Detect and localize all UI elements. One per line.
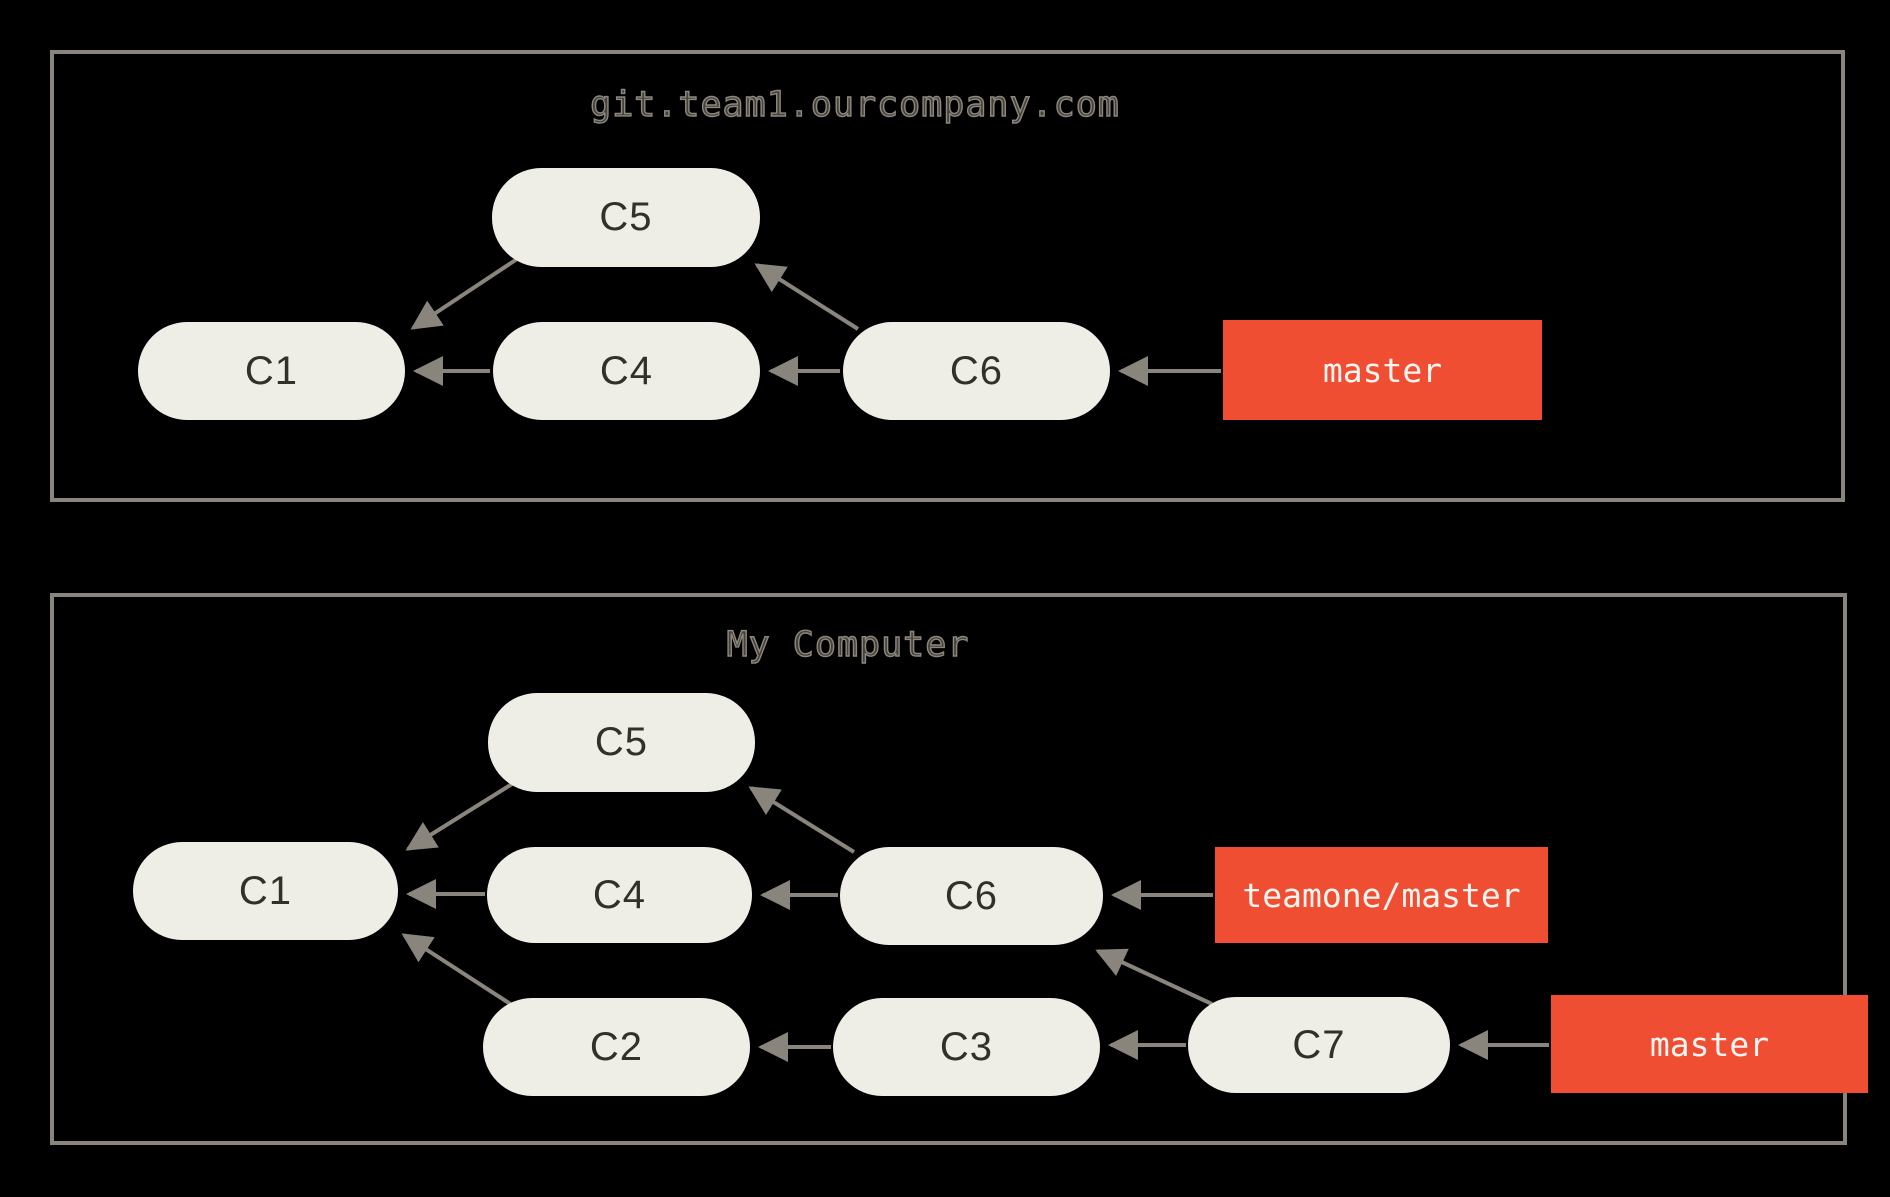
branch-name: teamone/master [1242,875,1521,915]
branch-label-bottom-master: master [1551,995,1868,1093]
commit-node-bottom-c7: C7 [1188,997,1450,1093]
edge-bottom-c6-c5 [748,786,856,854]
commit-label: C2 [589,1024,644,1069]
panel-my-computer [50,593,1847,1145]
commit-node-top-c5: C5 [492,168,760,267]
panel-remote-server [50,50,1845,502]
commit-label: C5 [599,195,653,239]
commit-label: C7 [1292,1022,1346,1067]
commit-node-top-c1: C1 [138,322,405,420]
remote-server-title: git.team1.ourcompany.com [589,84,1120,125]
commit-label: C4 [599,348,654,393]
branch-name: master [1322,350,1443,390]
commit-label: C1 [238,868,293,913]
commit-label: C1 [244,348,299,393]
branch-label-teamone-master: teamone/master [1215,847,1548,943]
commit-label: C3 [939,1024,994,1069]
edge-top-c5-c1 [410,257,519,330]
commit-node-bottom-c6: C6 [840,847,1103,945]
commit-label: C6 [944,873,999,918]
my-computer-title: My Computer [726,624,970,665]
commit-label: C5 [594,720,649,764]
branch-name: master [1649,1024,1770,1064]
commit-node-bottom-c1: C1 [133,842,398,940]
commit-label: C4 [592,872,647,917]
commit-node-bottom-c5: C5 [488,693,755,792]
commit-node-top-c4: C4 [493,322,760,420]
commit-label: C6 [949,348,1004,393]
edge-top-c6-c5 [754,263,860,331]
commit-node-bottom-c4: C4 [487,847,752,943]
commit-node-top-c6: C6 [843,322,1110,420]
edge-bottom-c5-c1 [405,782,514,851]
edge-bottom-c2-c1 [401,933,514,1007]
branch-label-top-master: master [1223,320,1542,420]
edge-bottom-c7-c6 [1095,948,1213,1006]
commit-node-bottom-c2: C2 [483,998,750,1096]
commit-node-bottom-c3: C3 [833,998,1100,1096]
